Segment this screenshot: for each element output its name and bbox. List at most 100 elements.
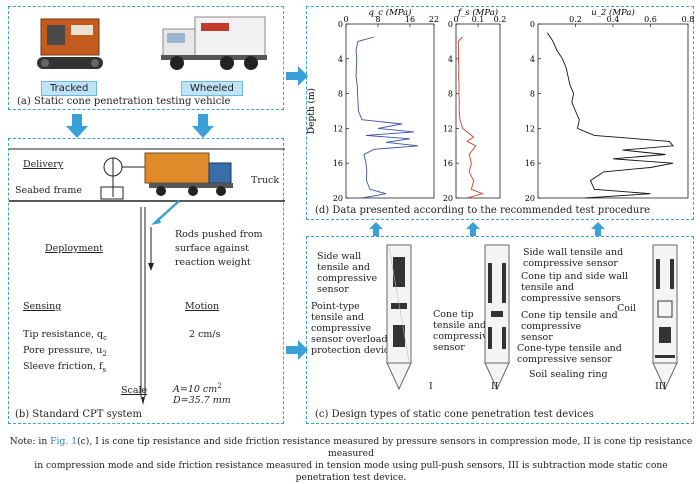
device1-roman: I bbox=[429, 381, 433, 392]
x-tick-label: 0.2 bbox=[569, 15, 582, 24]
y-tick-label: 0 bbox=[338, 20, 343, 29]
device-3-drawing bbox=[652, 244, 678, 391]
sleeve-friction-label: Sleeve friction, fs bbox=[23, 361, 107, 374]
panel-d-caption: (d) Data presented according to the reco… bbox=[315, 205, 651, 216]
x-tick-label: 0 bbox=[453, 15, 458, 24]
y-tick-label: 4 bbox=[530, 55, 535, 64]
arrow-right-icon bbox=[286, 66, 308, 86]
device2-cone-label-3: compressive bbox=[433, 331, 494, 342]
arrow-down-icon bbox=[192, 114, 214, 138]
chart-title: f_s (MPa) bbox=[457, 7, 498, 18]
device2-cone-label-1: Cone tip bbox=[433, 309, 474, 320]
arrow-down-icon bbox=[66, 114, 88, 138]
device3-side-label-2: compressive sensor bbox=[523, 258, 618, 269]
y-tick-label: 0 bbox=[530, 20, 535, 29]
diameter-value: D=35.7 mm bbox=[173, 395, 231, 406]
device-2-drawing bbox=[484, 244, 510, 391]
x-tick-label: 22 bbox=[429, 15, 439, 24]
device1-side-label-4: sensor bbox=[317, 284, 349, 295]
device3-roman: III bbox=[655, 381, 667, 392]
pore-pressure-label: Pore pressure, u2 bbox=[23, 345, 107, 358]
arrow-up-icon bbox=[591, 222, 605, 236]
device3-cone-side-label-2: tensile and bbox=[521, 282, 575, 293]
arrow-up-icon bbox=[466, 222, 480, 236]
device3-cone-type-label-1: Cone-type tensile and bbox=[517, 343, 622, 354]
x-tick-label: 0.8 bbox=[682, 15, 694, 24]
arrow-up-icon bbox=[369, 222, 383, 236]
figure-note: Note: in Fig. 1(c), I is cone tip resist… bbox=[9, 436, 693, 483]
device1-side-label-2: tensile and bbox=[317, 262, 371, 273]
y-tick-label: 20 bbox=[443, 194, 453, 203]
y-tick-label: 20 bbox=[333, 194, 343, 203]
y-tick-label: 8 bbox=[338, 90, 343, 99]
x-tick-label: 16 bbox=[405, 15, 415, 24]
wheeled-truck-image bbox=[161, 16, 267, 70]
delivery-heading: Delivery bbox=[23, 159, 64, 170]
speed-value: 2 cm/s bbox=[189, 329, 221, 340]
series-line bbox=[355, 36, 419, 199]
device3-side-label-1: Side wall tensile and bbox=[523, 247, 624, 258]
x-tick-label: 8 bbox=[375, 15, 380, 24]
y-tick-label: 16 bbox=[333, 159, 343, 168]
x-tick-label: 0.4 bbox=[607, 15, 620, 24]
device3-cone-type-label-2: compressive sensor bbox=[517, 354, 612, 365]
rods-text-3: reaction weight bbox=[175, 257, 251, 268]
cpt-rod-diagram bbox=[140, 207, 154, 405]
wheeled-label: Wheeled bbox=[181, 81, 243, 96]
chart-frame bbox=[345, 23, 435, 199]
device3-seal-label: Soil sealing ring bbox=[529, 369, 608, 380]
panel-d: (d) Data presented according to the reco… bbox=[306, 6, 694, 220]
y-tick-label: 4 bbox=[448, 55, 453, 64]
panel-c: Side wall tensile and compressive sensor… bbox=[306, 236, 694, 424]
y-tick-label: 0 bbox=[448, 20, 453, 29]
chart-frame bbox=[455, 23, 501, 199]
device1-point-label-1: Point-type bbox=[311, 301, 360, 312]
scale-heading: Scale bbox=[121, 385, 148, 396]
depth-axis-label: Depth (m) bbox=[306, 88, 317, 134]
area-value: A=10 cm2 bbox=[173, 382, 222, 396]
arrow-right-icon bbox=[286, 340, 308, 360]
device1-side-label-1: Side wall bbox=[317, 251, 362, 262]
device3-cone-side-label-1: Cone tip and side wall bbox=[521, 271, 629, 282]
tracked-vehicle-image bbox=[37, 18, 103, 69]
x-tick-label: 0 bbox=[343, 15, 348, 24]
tracked-label: Tracked bbox=[41, 81, 98, 96]
panel-a-caption: (a) Static cone penetration testing vehi… bbox=[17, 96, 231, 107]
truck-label: Truck bbox=[251, 175, 280, 186]
device1-point-label-5: protection device bbox=[311, 345, 395, 356]
y-tick-label: 4 bbox=[338, 55, 343, 64]
x-tick-label: 0.2 bbox=[494, 15, 507, 24]
y-tick-label: 20 bbox=[525, 194, 535, 203]
fig-link[interactable]: Fig. 1 bbox=[50, 436, 78, 447]
device3-coil-label: Coil bbox=[617, 303, 637, 314]
x-tick-label: 0.6 bbox=[644, 15, 657, 24]
y-tick-label: 8 bbox=[530, 90, 535, 99]
tip-resistance-label: Tip resistance, qc bbox=[23, 329, 108, 342]
rods-text-2: surface against bbox=[175, 243, 249, 254]
device3-cone-label-3: sensor bbox=[521, 332, 553, 343]
device1-point-label-4: sensor overload bbox=[311, 334, 388, 345]
panel-c-caption: (c) Design types of static cone penetrat… bbox=[315, 409, 594, 420]
series-line bbox=[547, 32, 674, 199]
device2-roman: II bbox=[491, 381, 499, 392]
panel-b-caption: (b) Standard CPT system bbox=[15, 409, 142, 420]
device-1-drawing bbox=[386, 244, 412, 391]
device3-cone-label-1: Cone tip tensile and bbox=[521, 310, 618, 321]
sensing-heading: Sensing bbox=[23, 301, 62, 312]
panel-b: Delivery Seabed frame Truck Deployment R… bbox=[8, 138, 285, 424]
y-tick-label: 8 bbox=[448, 90, 453, 99]
series-line bbox=[457, 36, 484, 199]
device3-cone-label-2: compressive bbox=[521, 321, 582, 332]
y-tick-label: 16 bbox=[443, 159, 453, 168]
y-tick-label: 12 bbox=[443, 124, 453, 133]
seabed-frame-label: Seabed frame bbox=[15, 185, 82, 196]
y-tick-label: 12 bbox=[333, 124, 343, 133]
device2-cone-label-2: tensile and bbox=[433, 320, 487, 331]
deployment-heading: Deployment bbox=[45, 243, 104, 254]
device1-point-label-3: compressive bbox=[311, 323, 372, 334]
device1-point-label-2: tensile and bbox=[311, 312, 365, 323]
device2-cone-label-4: sensor bbox=[433, 342, 465, 353]
delivery-diagram bbox=[9, 148, 285, 225]
device3-cone-side-label-3: compressive sensors bbox=[521, 293, 621, 304]
